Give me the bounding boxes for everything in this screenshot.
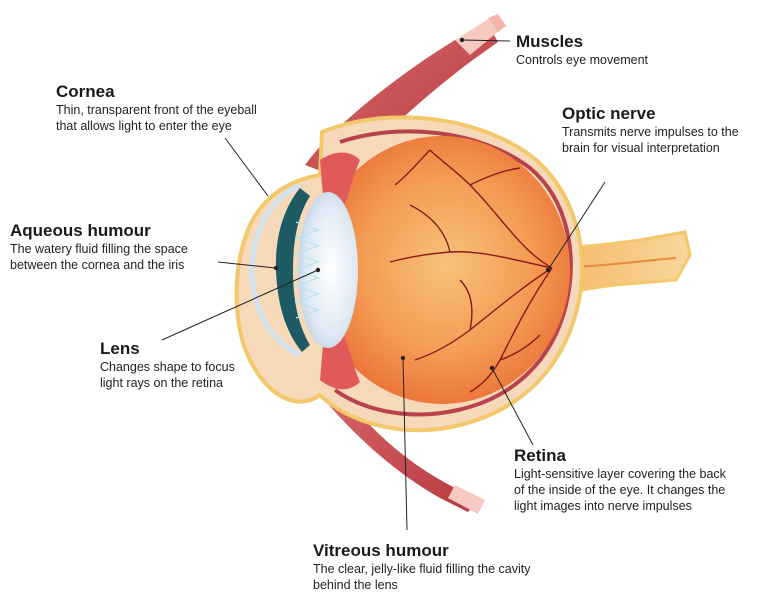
lens-shape [298, 192, 358, 348]
label-cornea-desc-2: that allows light to enter the eye [56, 118, 257, 134]
label-retina: Retina Light-sensitive layer covering th… [514, 446, 726, 514]
label-aqueous-humour: Aqueous humour The watery fluid filling … [10, 221, 188, 273]
label-vitreous-humour-desc-1: The clear, jelly-like fluid filling the … [313, 561, 530, 577]
label-muscles-title: Muscles [516, 32, 648, 52]
label-optic-nerve-desc-2: brain for visual interpretation [562, 140, 739, 156]
label-optic-nerve-title: Optic nerve [562, 104, 739, 124]
label-cornea: Cornea Thin, transparent front of the ey… [56, 82, 257, 134]
label-retina-desc-1: Light-sensitive layer covering the back [514, 466, 726, 482]
label-vitreous-humour-desc-2: behind the lens [313, 577, 530, 593]
label-vitreous-humour: Vitreous humour The clear, jelly-like fl… [313, 541, 530, 593]
label-cornea-title: Cornea [56, 82, 257, 102]
label-lens: Lens Changes shape to focus light rays o… [100, 339, 235, 391]
label-retina-title: Retina [514, 446, 726, 466]
label-retina-desc-2: of the inside of the eye. It changes the [514, 482, 726, 498]
label-cornea-desc-1: Thin, transparent front of the eyeball [56, 102, 257, 118]
label-muscles: Muscles Controls eye movement [516, 32, 648, 68]
label-optic-nerve: Optic nerve Transmits nerve impulses to … [562, 104, 739, 156]
label-aqueous-humour-desc-2: between the cornea and the iris [10, 257, 188, 273]
cornea-pointer [225, 138, 268, 196]
label-vitreous-humour-title: Vitreous humour [313, 541, 530, 561]
label-aqueous-humour-title: Aqueous humour [10, 221, 188, 241]
label-lens-desc-1: Changes shape to focus [100, 359, 235, 375]
label-lens-desc-2: light rays on the retina [100, 375, 235, 391]
label-aqueous-humour-desc-1: The watery fluid filling the space [10, 241, 188, 257]
label-muscles-desc-1: Controls eye movement [516, 52, 648, 68]
label-optic-nerve-desc-1: Transmits nerve impulses to the [562, 124, 739, 140]
label-lens-title: Lens [100, 339, 235, 359]
label-retina-desc-3: light images into nerve impulses [514, 498, 726, 514]
